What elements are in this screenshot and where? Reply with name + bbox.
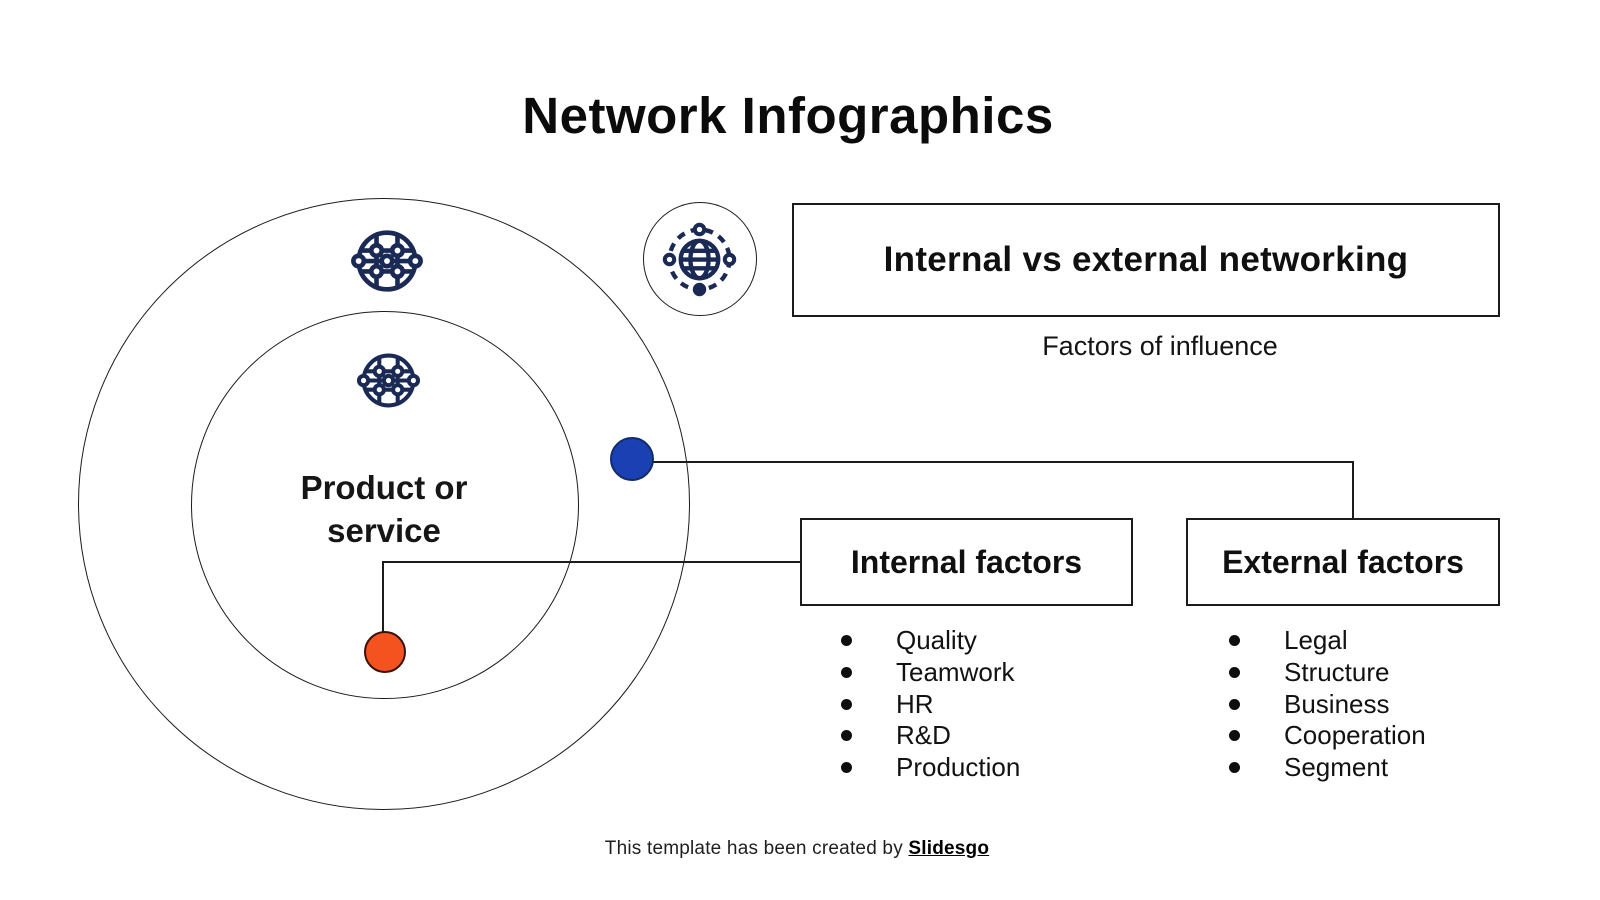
list-item-label: Production — [896, 752, 1021, 783]
list-item: Production — [841, 752, 1020, 784]
bullet-icon — [1229, 762, 1240, 774]
internal-connector-line-vertical — [382, 561, 384, 633]
internal-factors-list: Quality Teamwork HR R&D Production — [841, 625, 1020, 783]
bullet-icon — [1229, 667, 1240, 679]
inner-circle — [191, 311, 579, 699]
list-item-label: Business — [1284, 688, 1390, 719]
bullet-icon — [841, 762, 852, 774]
external-factors-box: External factors — [1186, 518, 1500, 606]
list-item: Teamwork — [841, 657, 1020, 689]
external-factors-label: External factors — [1222, 543, 1464, 580]
list-item: R&D — [841, 720, 1020, 752]
list-item: Structure — [1229, 657, 1426, 689]
internal-factors-label: Internal factors — [850, 543, 1083, 580]
external-connector-line-vertical — [1352, 461, 1354, 519]
header-box-label: Internal vs external networking — [883, 240, 1409, 279]
footer-text: This template has been created by — [604, 838, 909, 859]
internal-connector-line-horizontal — [382, 561, 800, 563]
bullet-icon — [1229, 698, 1240, 710]
header-box: Internal vs external networking — [792, 203, 1500, 317]
network-globe-icon — [356, 353, 421, 408]
internal-node-dot — [364, 631, 406, 673]
external-factors-list: Legal Structure Business Cooperation Seg… — [1229, 625, 1426, 783]
list-item: Business — [1229, 688, 1426, 720]
bullet-icon — [1229, 730, 1240, 742]
product-service-label: Product or service — [234, 466, 534, 552]
subtitle: Factors of influence — [1042, 331, 1278, 361]
list-item-label: R&D — [896, 720, 951, 751]
list-item-label: Segment — [1284, 752, 1389, 783]
list-item-label: Cooperation — [1284, 720, 1426, 751]
orbit-globe-icon — [662, 222, 737, 297]
bullet-icon — [841, 667, 852, 679]
slidesgo-link[interactable]: Slidesgo — [908, 838, 990, 859]
external-connector-line-horizontal — [650, 461, 1354, 463]
network-globe-icon — [351, 230, 423, 292]
list-item-label: Teamwork — [896, 657, 1015, 688]
bullet-icon — [841, 730, 852, 742]
footer-credit: This template has been created by Slides… — [0, 838, 1594, 860]
internal-factors-box: Internal factors — [800, 518, 1133, 606]
list-item-label: Legal — [1284, 625, 1348, 656]
list-item: HR — [841, 688, 1020, 720]
product-service-line2: service — [327, 512, 441, 549]
page-title: Network Infographics — [522, 87, 1054, 144]
list-item-label: Structure — [1284, 657, 1390, 688]
hub-circle — [643, 202, 757, 316]
outer-circle — [78, 198, 690, 810]
bullet-icon — [841, 698, 852, 710]
bullet-icon — [841, 635, 852, 647]
list-item: Quality — [841, 625, 1020, 657]
list-item: Cooperation — [1229, 720, 1426, 752]
bullet-icon — [1229, 635, 1240, 647]
product-service-line1: Product or — [300, 469, 468, 506]
list-item: Segment — [1229, 752, 1426, 784]
list-item: Legal — [1229, 625, 1426, 657]
external-node-dot — [610, 437, 654, 481]
list-item-label: HR — [896, 688, 934, 719]
list-item-label: Quality — [896, 625, 977, 656]
